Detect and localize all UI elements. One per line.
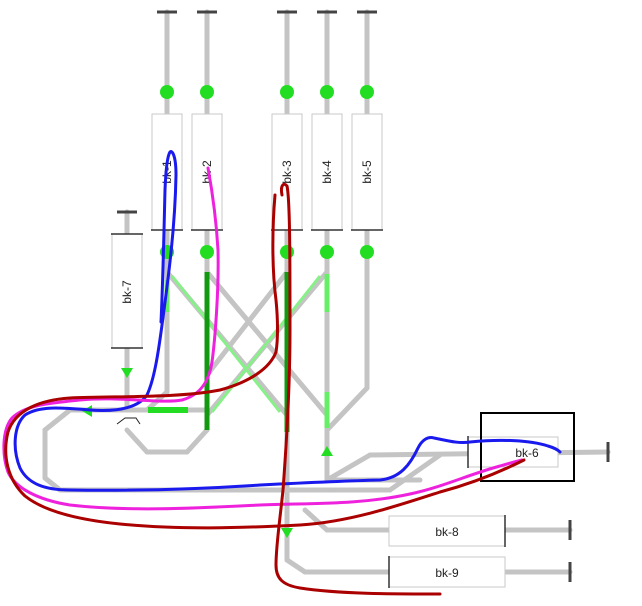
signal-light[interactable] xyxy=(320,245,334,259)
signal-light[interactable] xyxy=(360,245,374,259)
signal-light[interactable] xyxy=(160,85,174,99)
block-label: bk-9 xyxy=(435,566,459,580)
signal-light[interactable] xyxy=(200,85,214,99)
signal-light[interactable] xyxy=(280,245,294,259)
block-bk-9[interactable]: bk-9 xyxy=(388,556,506,588)
direction-arrows xyxy=(82,368,333,538)
block-bk-8[interactable]: bk-8 xyxy=(388,515,506,547)
arrow-down-icon xyxy=(281,528,293,538)
highlight-box xyxy=(480,412,575,482)
signal-light[interactable] xyxy=(320,85,334,99)
annotation-stroke-darkred xyxy=(4,182,526,596)
block-label: bk-4 xyxy=(320,160,334,184)
signal-light[interactable] xyxy=(200,245,214,259)
annotation-stroke-blue xyxy=(13,150,562,492)
block-label: bk-8 xyxy=(435,525,459,539)
block-bk-5[interactable]: bk-5 xyxy=(351,113,383,231)
buffer-stops xyxy=(117,10,610,582)
block-bk-3[interactable]: bk-3 xyxy=(271,113,303,231)
block-bk-7[interactable]: bk-7 xyxy=(111,233,143,349)
arrow-down-icon xyxy=(121,368,133,378)
signal-light[interactable] xyxy=(280,85,294,99)
active-route xyxy=(148,272,330,432)
block-label: bk-5 xyxy=(360,160,374,184)
signal-light[interactable] xyxy=(360,85,374,99)
block-bk-4[interactable]: bk-4 xyxy=(311,113,343,231)
block-label: bk-6 xyxy=(515,446,539,460)
freehand-annotations xyxy=(2,150,562,596)
arrow-up-icon xyxy=(321,446,333,456)
block-label: bk-3 xyxy=(280,160,294,184)
block-label: bk-2 xyxy=(200,160,214,184)
junction-mark xyxy=(116,417,141,425)
block-bk-2[interactable]: bk-2 xyxy=(191,113,223,231)
block-label: bk-7 xyxy=(120,280,134,304)
